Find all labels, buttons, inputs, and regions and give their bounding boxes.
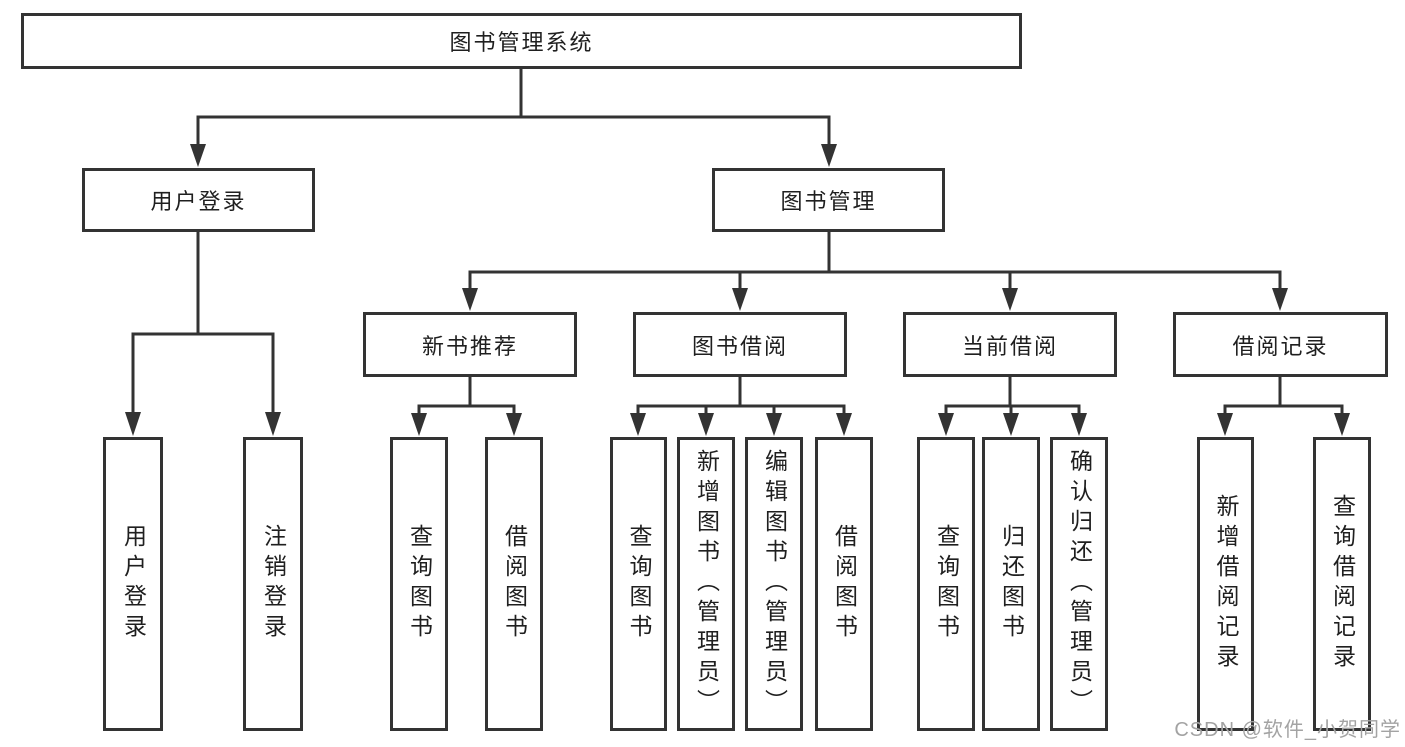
node-label: 当前借阅 [961,333,1058,359]
leaf-query-books-borrow: 查询图书 [610,437,667,731]
leaf-label: 借阅图书 [831,524,858,644]
leaf-label: 编辑图书（管理员） [761,449,788,719]
leaf-label: 注销登录 [260,524,287,644]
node-book-management: 图书管理 [712,168,945,232]
leaf-user-login: 用户登录 [103,437,163,731]
leaf-label: 新增借阅记录 [1213,494,1239,674]
leaf-label: 查询借阅记录 [1329,494,1356,674]
leaf-label: 查询图书 [406,524,433,644]
leaf-query-books-current: 查询图书 [917,437,975,731]
node-library-system: 图书管理系统 [21,13,1022,69]
leaf-edit-book-admin: 编辑图书（管理员） [745,437,803,731]
leaf-query-books-recommend: 查询图书 [390,437,448,731]
node-current-borrowing: 当前借阅 [903,312,1117,377]
csdn-watermark: CSDN @软件_小贺同学 [1174,719,1401,741]
leaf-borrow-books: 借阅图书 [815,437,873,731]
node-label: 借阅记录 [1232,333,1329,359]
node-book-borrowing: 图书借阅 [633,312,847,377]
leaf-return-books: 归还图书 [982,437,1040,731]
node-new-book-recommend: 新书推荐 [363,312,577,377]
node-label: 用户登录 [150,189,247,214]
node-label: 图书管理 [780,189,877,214]
node-label: 新书推荐 [421,333,518,359]
leaf-add-book-admin: 新增图书（管理员） [677,437,735,731]
leaf-label: 查询图书 [626,524,652,644]
leaf-label: 新增图书（管理员） [693,449,720,719]
node-label: 图书借阅 [691,333,788,359]
leaf-label: 用户登录 [120,524,147,644]
leaf-logout: 注销登录 [243,437,303,731]
leaf-label: 确认归还（管理员） [1066,449,1093,719]
node-user-login: 用户登录 [82,168,315,232]
leaf-label: 归还图书 [998,524,1025,644]
node-label: 图书管理系统 [449,30,594,55]
leaf-query-borrow-record: 查询借阅记录 [1313,437,1371,731]
leaf-label: 查询图书 [933,524,960,644]
leaf-confirm-return-admin: 确认归还（管理员） [1050,437,1108,731]
leaf-borrow-books-recommend: 借阅图书 [485,437,543,731]
leaf-label: 借阅图书 [501,524,528,644]
leaf-add-borrow-record: 新增借阅记录 [1197,437,1254,731]
node-borrowing-records: 借阅记录 [1173,312,1388,377]
